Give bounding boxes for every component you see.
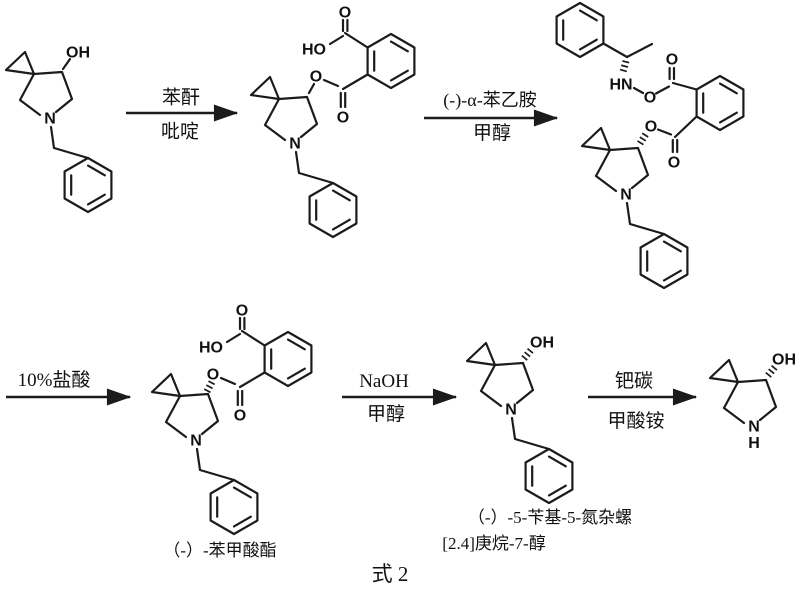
spiro-core: [465, 341, 535, 420]
arrow-4: NaOH 甲醇: [342, 371, 458, 425]
spiro-core: [4, 50, 74, 129]
hydroxyl-label: OH: [66, 45, 90, 62]
phthalate-group: [199, 303, 311, 425]
spiro-core: [249, 75, 319, 154]
benzyl-group: [296, 152, 356, 237]
arrow-2: (-)-α-苯乙胺 甲醇: [424, 90, 559, 144]
phthalate-benzene-ring: [695, 74, 745, 132]
reagent-above: 苯酐: [162, 87, 200, 109]
compound-resolved-benzoate: （-）-苯甲酸酯: [150, 303, 311, 560]
compound-diastereomeric-salt: HN O O O O: [555, 1, 745, 288]
reagent-above: 钯碳: [615, 370, 653, 392]
hashed-wedge-bond: [619, 60, 630, 75]
ester-double-bond: [671, 138, 679, 154]
ring-c-bond: [673, 115, 698, 139]
c-ring-bond: [671, 81, 698, 91]
reagent-below: 甲酸铵: [607, 410, 664, 432]
o-c-bond: [654, 85, 671, 95]
arrow-3: 10%盐酸: [6, 369, 132, 406]
spiro-core: [580, 126, 650, 205]
scheme-caption: 式 2: [372, 562, 409, 586]
spiro-core: [708, 358, 778, 437]
reagent-below: 甲醇: [367, 403, 405, 425]
nh-hydrogen-label: H: [748, 435, 760, 452]
compound-label-aminol-line2: [2.4]庚烷-7-醇: [442, 534, 545, 553]
ch-methyl-bonds: [602, 42, 654, 59]
benzyl-group: [197, 449, 257, 534]
benzyl-group: [51, 127, 111, 212]
amine-label: HN: [609, 77, 632, 94]
benzyl-group: [512, 418, 572, 503]
compound-start-aminol: OH: [4, 45, 111, 213]
c-oh-bond: [61, 57, 72, 71]
n-o-bond: [632, 86, 645, 95]
ester-carbonyl-oxygen-label: O: [668, 155, 680, 172]
c-o-ester-bond: [307, 82, 316, 95]
arrow-1: 苯酐 吡啶: [126, 87, 239, 143]
reagent-above: NaOH: [359, 371, 409, 392]
compound-label-benzoate: （-）-苯甲酸酯: [163, 541, 276, 560]
carbonyl-oxygen-label: O: [666, 52, 678, 69]
o-c-ester-bond: [656, 128, 673, 136]
ester-oxygen-label: O: [645, 119, 657, 136]
reagent-above: (-)-α-苯乙胺: [443, 90, 536, 111]
phenylethylamine-phenyl-ring: [555, 1, 605, 59]
compound-phthalate-ester: [249, 5, 414, 238]
reagent-below: 吡啶: [161, 121, 199, 143]
hydroxyl-label: OH: [772, 352, 796, 369]
compound-label-aminol-line1: （-）-5-苄基-5-氮杂螺: [468, 508, 632, 527]
reagent-below: 甲醇: [473, 122, 511, 144]
hashed-wedge-bond: [637, 131, 650, 146]
reagent-above: 10%盐酸: [18, 369, 91, 391]
compound-resolved-aminol: OH （-）-5-苄基-5-氮杂螺 [2.4]庚烷-7-醇: [442, 335, 632, 554]
arrow-5: 钯碳 甲酸铵: [588, 370, 698, 432]
hydroxyl-label: OH: [530, 335, 554, 352]
carbonyl-double-bond: [668, 66, 676, 81]
benzyl-group: [627, 203, 687, 288]
salt-oxygen-label: O: [644, 90, 656, 107]
phthalate-group: [302, 5, 414, 127]
compound-product-azaspiro-heptanol: OH H: [708, 352, 796, 452]
